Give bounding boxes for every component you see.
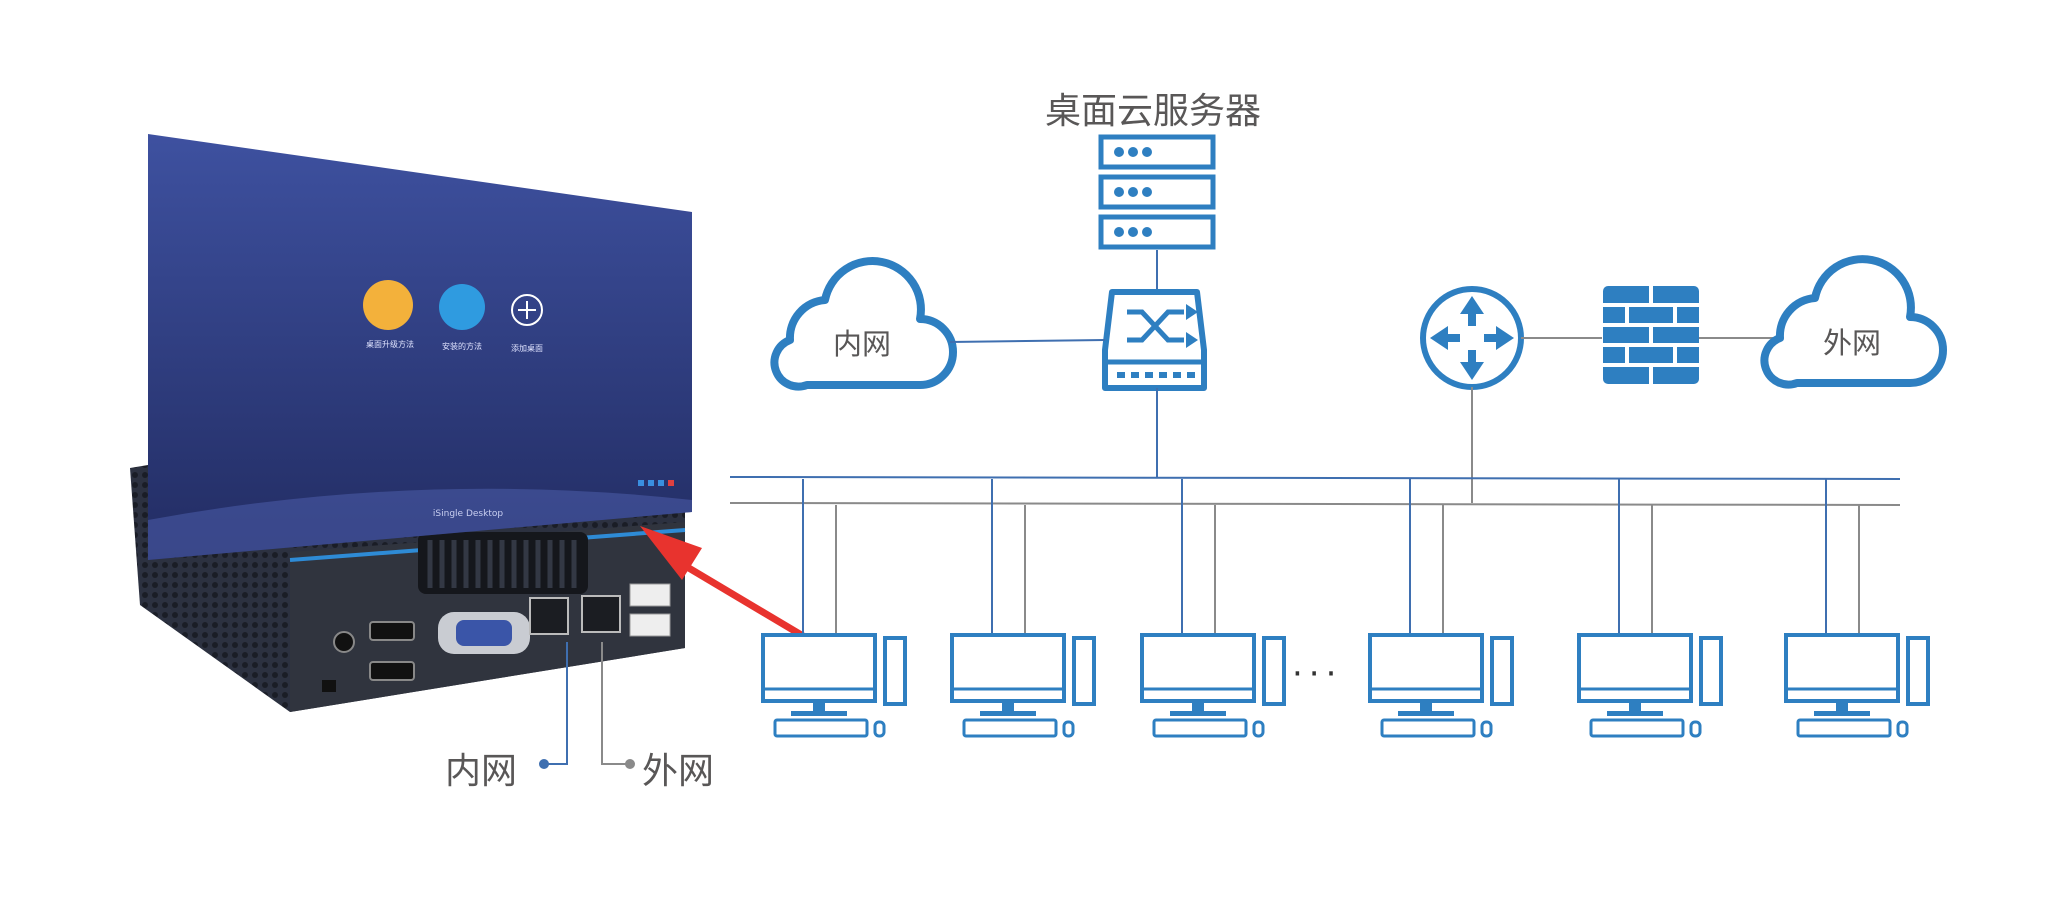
server-title: 桌面云服务器 xyxy=(1045,91,1262,132)
switch-icon xyxy=(1102,289,1207,391)
brand-text: iSingle Desktop xyxy=(433,509,503,519)
firewall-icon xyxy=(1603,286,1699,384)
terminals xyxy=(761,479,1930,738)
app-label-1: 桌面升级方法 xyxy=(366,339,414,349)
more-terminals-ellipsis: ··· xyxy=(1292,654,1343,694)
port-external-label: 外网 xyxy=(642,751,715,792)
app-label-2: 安装的方法 xyxy=(442,341,482,351)
computer-terminal-icon xyxy=(1784,479,1930,738)
cloud-internal-label: 内网 xyxy=(833,327,891,361)
computer-terminal-icon xyxy=(761,479,907,738)
server-rack-icon xyxy=(1098,134,1216,250)
computer-terminal-icon xyxy=(1577,479,1723,738)
cloud-external-label: 外网 xyxy=(1823,326,1881,360)
add-icon xyxy=(511,294,543,326)
windows-app-icon xyxy=(439,284,485,330)
cloud-icon-internal: 内网 xyxy=(770,257,957,391)
linux-app-icon xyxy=(363,280,413,330)
computer-terminal-icon xyxy=(950,479,1096,738)
port-leader-lines xyxy=(539,642,635,769)
router-icon xyxy=(1420,286,1524,390)
cloud-icon-external: 外网 xyxy=(1760,255,1947,389)
app-label-3: 添加桌面 xyxy=(511,343,543,353)
external-bus xyxy=(729,502,1901,506)
computer-terminal-icon xyxy=(1140,479,1286,738)
port-internal-label: 内网 xyxy=(445,751,518,792)
desktop-screen: 桌面升级方法 安装的方法 添加桌面 iSingle Desktop xyxy=(148,134,692,560)
internal-bus xyxy=(729,476,1901,480)
computer-terminal-icon xyxy=(1368,479,1514,738)
